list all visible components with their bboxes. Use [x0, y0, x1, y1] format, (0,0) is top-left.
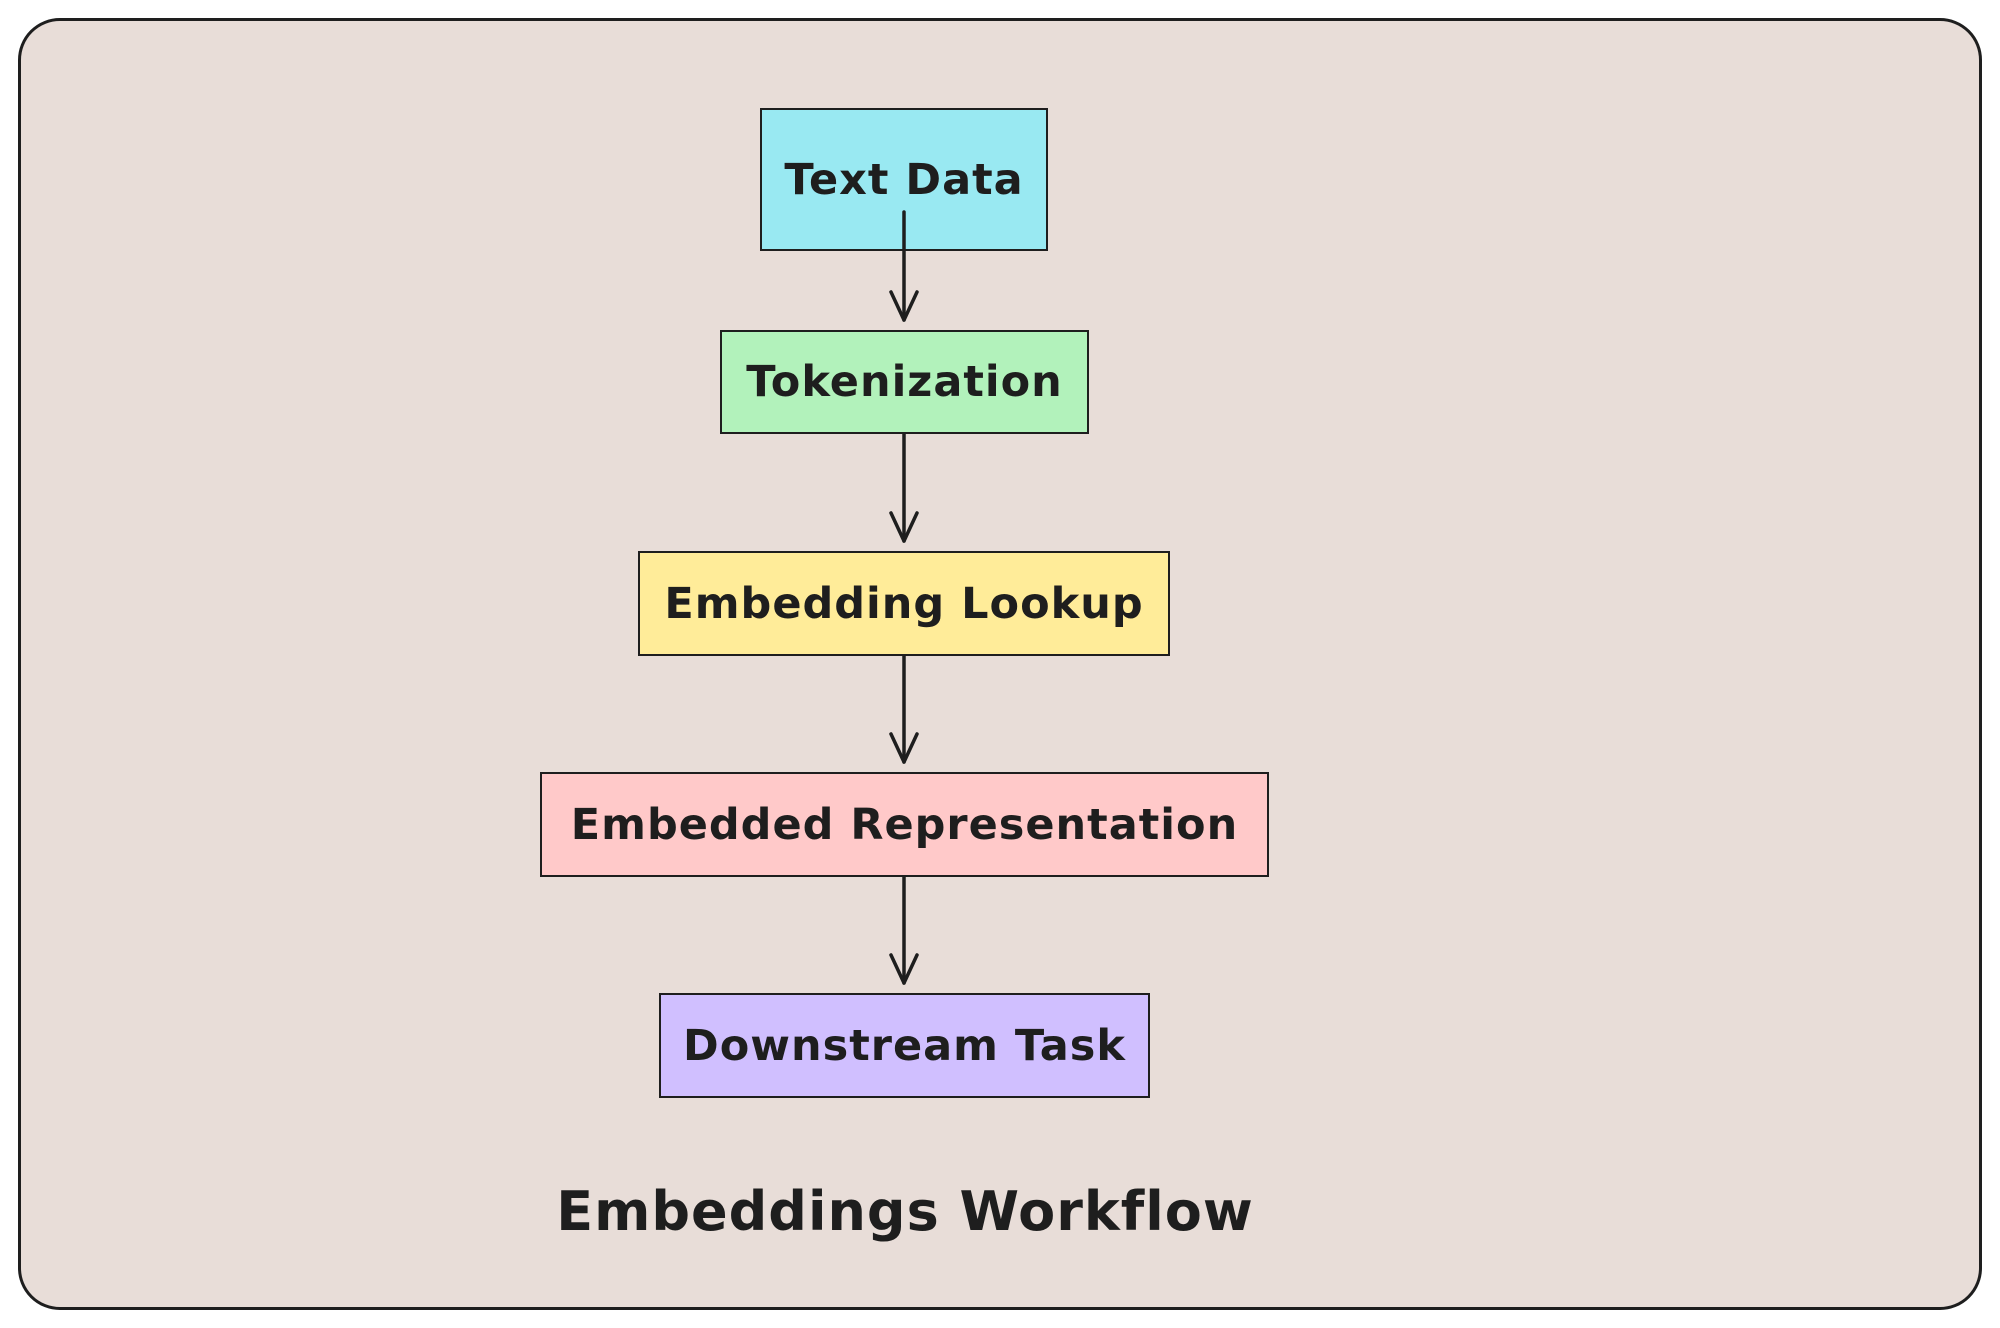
node-text-data-label: Text Data [784, 154, 1024, 205]
node-downstream-task-label: Downstream Task [683, 1020, 1126, 1071]
node-tokenization-label: Tokenization [746, 357, 1063, 407]
node-tokenization: Tokenization [720, 330, 1089, 434]
node-embedding-lookup-label: Embedding Lookup [664, 578, 1144, 629]
node-text-data: Text Data [760, 108, 1048, 251]
node-embedded-representation-label: Embedded Representation [570, 799, 1239, 850]
node-embedding-lookup: Embedding Lookup [638, 551, 1170, 656]
node-embedded-representation: Embedded Representation [540, 772, 1269, 877]
node-downstream-task: Downstream Task [659, 993, 1150, 1098]
diagram-caption: Embeddings Workflow [556, 1180, 1254, 1243]
